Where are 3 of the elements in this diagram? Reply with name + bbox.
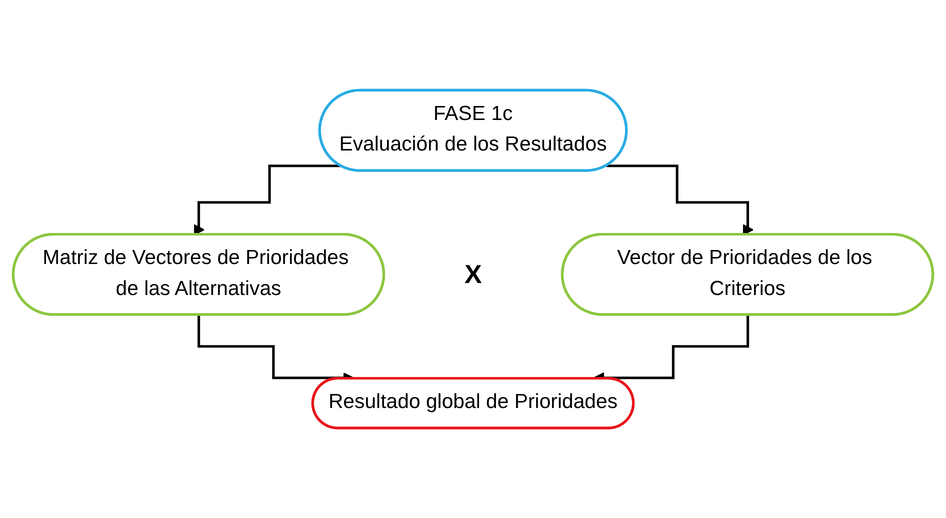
- arrow: [193, 164, 341, 236]
- multiplication-sign: X: [464, 258, 482, 290]
- arrow: [606, 164, 754, 236]
